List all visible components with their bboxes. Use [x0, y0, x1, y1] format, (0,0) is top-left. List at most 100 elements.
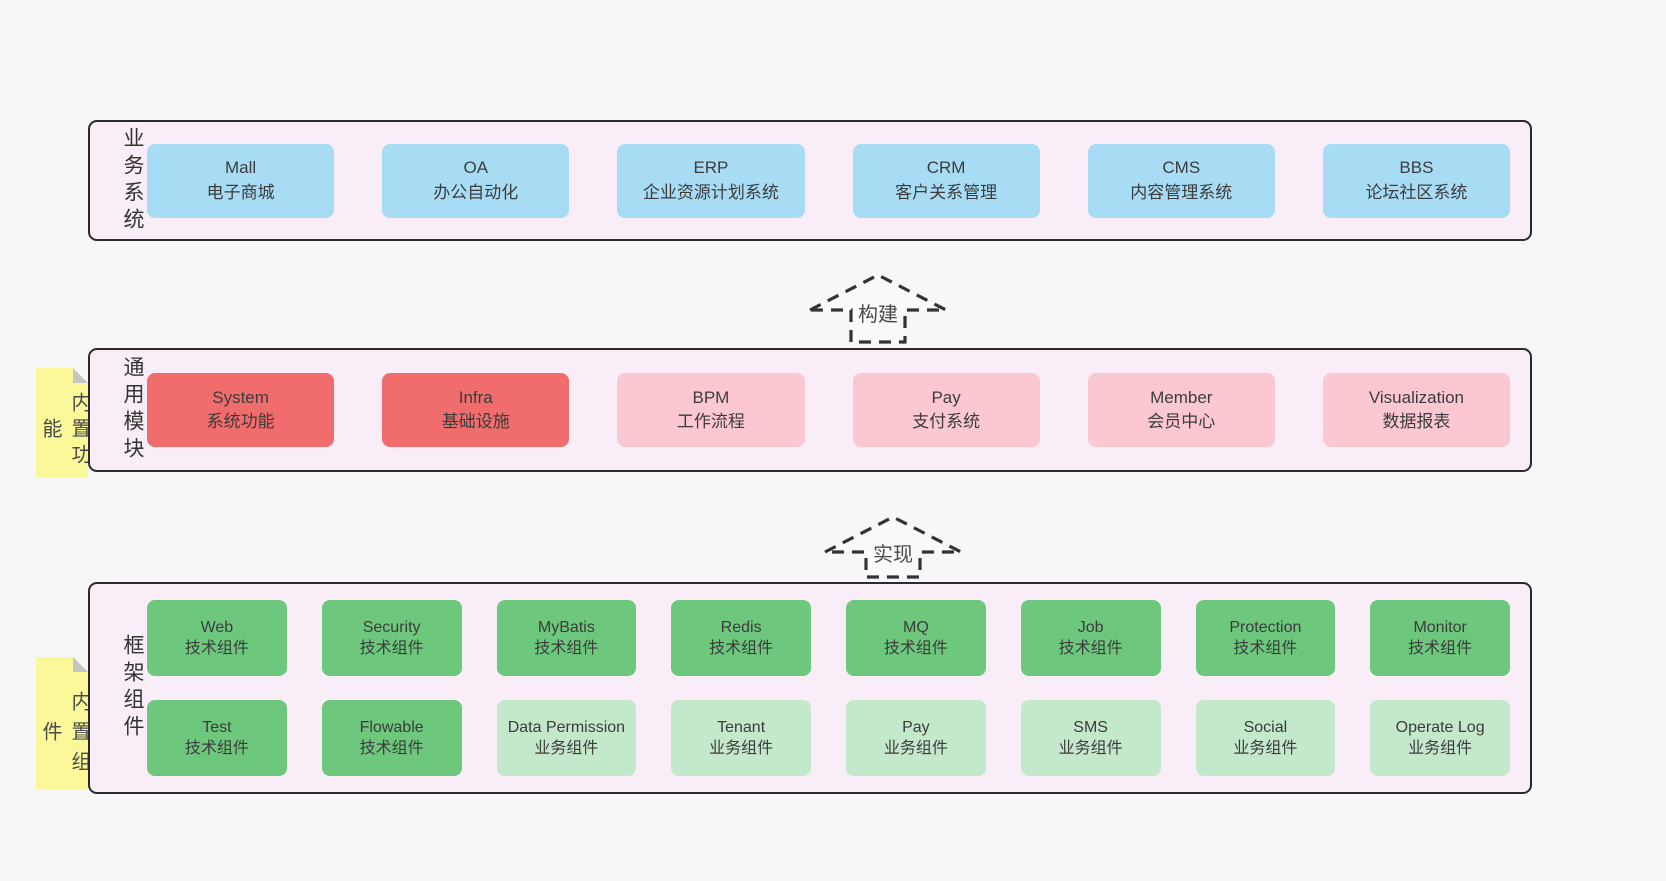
node-title: SMS — [1073, 718, 1108, 736]
node-subtitle: 技术组件 — [1058, 640, 1123, 657]
node-title: Job — [1077, 618, 1104, 636]
node-title: OA — [463, 158, 489, 178]
node-subtitle: 基础设施 — [441, 412, 510, 431]
layer-framework-components: 框架组件 Web 技术组件 Security 技术组件 MyBatis 技术组件… — [88, 582, 1532, 794]
node-title: Member — [1150, 387, 1213, 407]
node-title: Test — [202, 718, 232, 736]
node-subtitle: 业务组件 — [1408, 740, 1473, 757]
node-data-permission: Data Permission 业务组件 — [496, 700, 637, 776]
node-cms: CMS 内容管理系统 — [1087, 143, 1275, 218]
node-bpm: BPM 工作流程 — [617, 373, 805, 447]
node-subtitle: 业务组件 — [534, 740, 599, 757]
node-web: Web 技术组件 — [147, 600, 287, 676]
node-redis: Redis 技术组件 — [671, 600, 811, 676]
node-subtitle: 技术组件 — [359, 640, 424, 657]
node-title: Infra — [458, 387, 493, 407]
note-built-in-components: 内置组件 — [36, 657, 90, 790]
node-tenant: Tenant 业务组件 — [671, 700, 811, 776]
node-system: System 系统功能 — [147, 373, 335, 447]
node-mq: MQ 技术组件 — [846, 600, 986, 676]
note-built-in-functions: 内置功能 — [36, 368, 90, 478]
node-subtitle: 技术组件 — [534, 640, 599, 657]
note-text: 内置功能 — [39, 392, 90, 470]
node-subtitle: 业务组件 — [883, 740, 948, 757]
node-title: Mall — [225, 158, 257, 178]
node-title: BBS — [1399, 158, 1434, 178]
node-title: MQ — [902, 618, 929, 636]
node-subtitle: 数据报表 — [1382, 412, 1451, 431]
node-member: Member 会员中心 — [1087, 373, 1275, 447]
node-title: Pay — [931, 387, 961, 407]
node-subtitle: 电子商城 — [206, 182, 275, 202]
node-subtitle: 办公自动化 — [433, 182, 519, 202]
node-title: Visualization — [1368, 387, 1465, 407]
node-infra: Infra 基础设施 — [382, 373, 570, 447]
node-operate-log: Operate Log 业务组件 — [1370, 700, 1510, 776]
node-sms: SMS 业务组件 — [1020, 700, 1161, 776]
node-security: Security 技术组件 — [321, 600, 462, 676]
note-text: 内置组件 — [39, 690, 90, 781]
layer-label-modules: 通用模块 — [121, 356, 144, 464]
node-title: Tenant — [717, 718, 766, 736]
node-title: Web — [200, 618, 234, 636]
node-title: Monitor — [1413, 618, 1467, 636]
node-subtitle: 企业资源计划系统 — [642, 182, 779, 202]
node-title: MyBatis — [537, 618, 595, 636]
node-title: Redis — [720, 618, 762, 636]
node-job: Job 技术组件 — [1020, 600, 1161, 676]
node-flowable: Flowable 技术组件 — [321, 700, 462, 776]
node-monitor: Monitor 技术组件 — [1370, 600, 1510, 676]
node-title: Pay — [902, 718, 930, 736]
node-subtitle: 业务组件 — [709, 740, 774, 757]
module-boxes: System 系统功能 Infra 基础设施 BPM 工作流程 Pay 支付系统… — [147, 373, 1530, 447]
node-subtitle: 技术组件 — [359, 740, 424, 757]
arrow-implement: 实现 — [822, 514, 964, 580]
node-subtitle: 技术组件 — [883, 640, 948, 657]
node-title: Security — [362, 618, 421, 636]
node-protection: Protection 技术组件 — [1195, 600, 1336, 676]
node-subtitle: 技术组件 — [1408, 640, 1473, 657]
arrow-build: 构建 — [807, 272, 949, 346]
node-title: System — [212, 387, 269, 407]
node-title: Operate Log — [1395, 718, 1485, 736]
node-bbs: BBS 论坛社区系统 — [1322, 143, 1511, 218]
layer-label-business: 业务系统 — [121, 126, 144, 235]
node-test: Test 技术组件 — [147, 700, 287, 776]
node-social: Social 业务组件 — [1195, 700, 1336, 776]
node-title: CRM — [926, 158, 966, 178]
node-pay-module: Pay 支付系统 — [852, 373, 1040, 447]
node-subtitle: 支付系统 — [912, 412, 981, 431]
node-subtitle: 工作流程 — [676, 412, 745, 431]
node-title: Protection — [1229, 618, 1302, 636]
node-subtitle: 内容管理系统 — [1130, 182, 1233, 202]
component-boxes: Web 技术组件 Security 技术组件 MyBatis 技术组件 Redi… — [147, 600, 1530, 776]
node-subtitle: 技术组件 — [184, 640, 249, 657]
node-subtitle: 系统功能 — [206, 412, 275, 431]
node-subtitle: 技术组件 — [184, 740, 249, 757]
node-title: CMS — [1162, 158, 1201, 178]
node-crm: CRM 客户关系管理 — [852, 143, 1040, 218]
component-row-1: Web 技术组件 Security 技术组件 MyBatis 技术组件 Redi… — [147, 600, 1510, 676]
node-title: Data Permission — [507, 718, 626, 736]
node-mybatis: MyBatis 技术组件 — [496, 600, 637, 676]
node-subtitle: 业务组件 — [1058, 740, 1123, 757]
node-subtitle: 技术组件 — [709, 640, 774, 657]
component-row-2: Test 技术组件 Flowable 技术组件 Data Permission … — [147, 700, 1510, 776]
layer-label-components: 框架组件 — [121, 634, 144, 742]
business-boxes: Mall 电子商城 OA 办公自动化 ERP 企业资源计划系统 CRM 客户关系… — [147, 143, 1530, 218]
arrow-build-label: 构建 — [855, 298, 901, 327]
node-subtitle: 论坛社区系统 — [1365, 182, 1468, 202]
node-subtitle: 业务组件 — [1233, 740, 1298, 757]
node-oa: OA 办公自动化 — [382, 143, 570, 218]
node-subtitle: 会员中心 — [1147, 412, 1216, 431]
node-visualization: Visualization 数据报表 — [1322, 373, 1511, 447]
node-pay-component: Pay 业务组件 — [846, 700, 986, 776]
node-title: ERP — [693, 158, 729, 178]
arrow-implement-label: 实现 — [870, 538, 916, 567]
layer-business-systems: 业务系统 Mall 电子商城 OA 办公自动化 ERP 企业资源计划系统 CRM… — [88, 120, 1532, 241]
layer-common-modules: 通用模块 System 系统功能 Infra 基础设施 BPM 工作流程 Pay… — [88, 348, 1532, 472]
node-title: Social — [1243, 718, 1288, 736]
node-subtitle: 技术组件 — [1233, 640, 1298, 657]
node-erp: ERP 企业资源计划系统 — [617, 143, 805, 218]
node-title: Flowable — [359, 718, 424, 736]
